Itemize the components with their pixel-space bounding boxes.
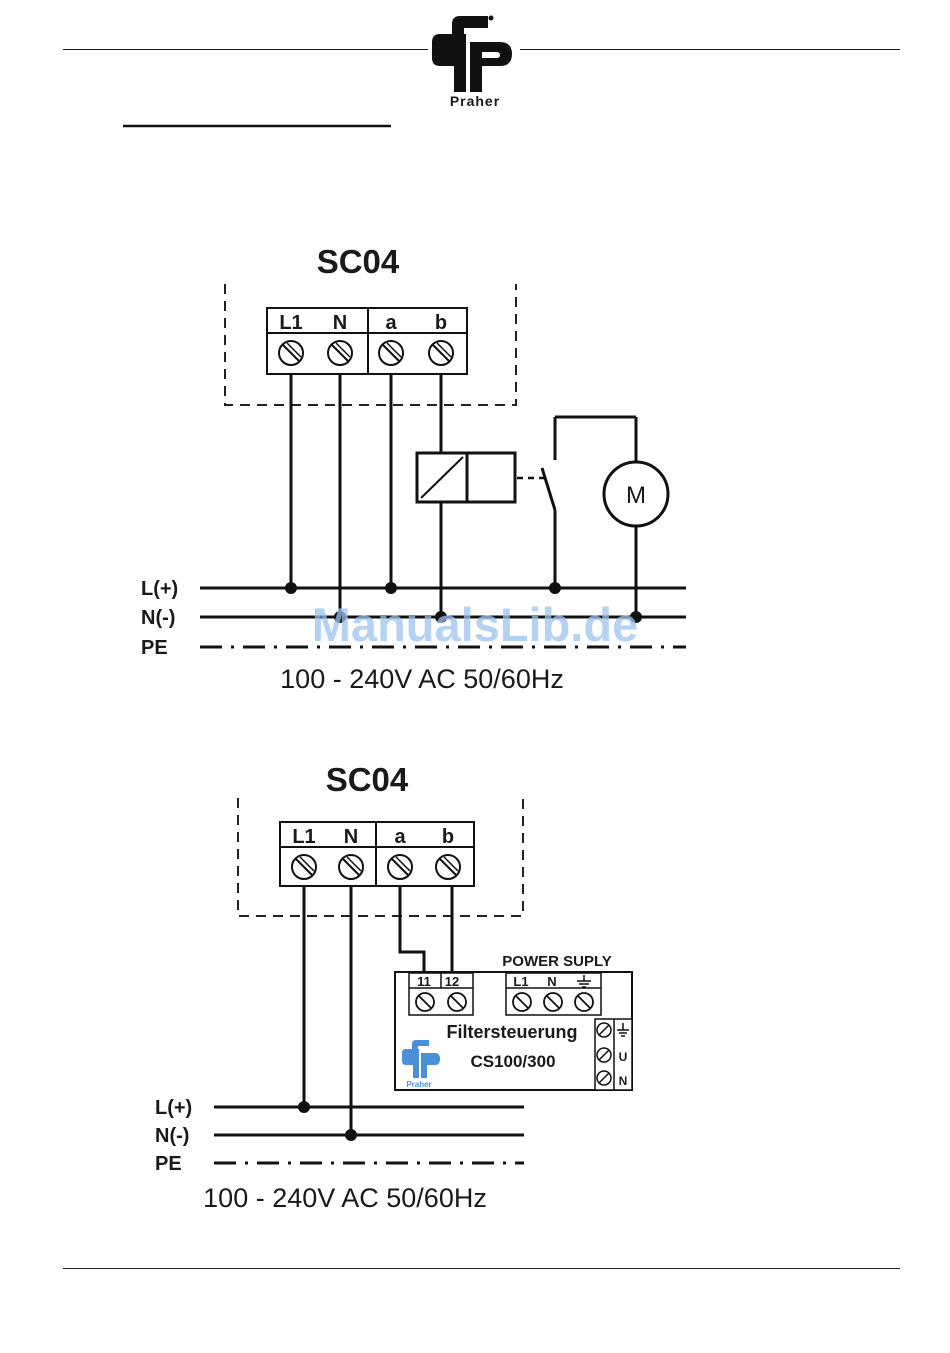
terminal-screw-icon	[513, 993, 531, 1011]
line-label-n: N(-)	[141, 607, 175, 629]
device-name: Filtersteuerung	[446, 1022, 577, 1042]
supply-spec: 100 - 240V AC 50/60Hz	[203, 1183, 487, 1213]
terminal-label: N	[344, 826, 358, 848]
line-label-pe: PE	[141, 637, 168, 659]
terminal-label: L1	[292, 826, 315, 848]
cs-terminal-label: 11	[417, 974, 431, 989]
line-label-l: L(+)	[155, 1097, 192, 1119]
terminal-screw-icon	[292, 855, 316, 879]
diagram-2-title: SC04	[326, 761, 409, 798]
terminal-screw-icon	[429, 341, 453, 365]
cs-terminal-label: N	[547, 974, 556, 989]
terminal-label: L1	[279, 312, 302, 334]
junction-dot	[385, 582, 397, 594]
terminal-screw-icon	[597, 1023, 611, 1037]
terminal-screw-icon	[379, 341, 403, 365]
side-label-u: U	[619, 1050, 628, 1064]
terminal-screw-icon	[597, 1071, 611, 1085]
motor-icon: M	[604, 462, 668, 526]
device-model: CS100/300	[470, 1052, 555, 1071]
terminal-screw-icon	[544, 993, 562, 1011]
watermark-text: ManualsLib.de	[312, 598, 638, 651]
line-label-l: L(+)	[141, 578, 178, 600]
power-supply-label: POWER SUPLY	[502, 953, 611, 970]
junction-dot	[345, 1129, 357, 1141]
terminal-screw-icon	[597, 1048, 611, 1062]
junction-dot	[549, 582, 561, 594]
logo-text: Praher	[450, 93, 500, 109]
praher-logo: Praher	[432, 16, 512, 110]
relay-coil-icon	[417, 453, 515, 502]
diagram-1-title: SC04	[317, 243, 400, 280]
diagram-2: SC04 L1 N a b POWER SUPLY 11 12 L1 N	[155, 761, 632, 1213]
motor-label: M	[626, 482, 646, 509]
terminal-screw-icon	[448, 993, 466, 1011]
terminal-label: b	[435, 312, 447, 334]
device-logo-text: Praher	[406, 1080, 431, 1089]
terminal-label: a	[385, 312, 397, 334]
terminal-screw-icon	[416, 993, 434, 1011]
terminal-screw-icon	[339, 855, 363, 879]
junction-dot	[285, 582, 297, 594]
supply-spec: 100 - 240V AC 50/60Hz	[280, 664, 564, 694]
line-label-n: N(-)	[155, 1125, 189, 1147]
terminal-screw-icon	[388, 855, 412, 879]
terminal-label: b	[442, 826, 454, 848]
terminal-screw-icon	[436, 855, 460, 879]
terminal-screw-icon	[575, 993, 593, 1011]
terminal-screw-icon	[279, 341, 303, 365]
terminal-label: N	[333, 312, 347, 334]
side-label-n: N	[619, 1074, 628, 1088]
junction-dot	[298, 1101, 310, 1113]
line-label-pe: PE	[155, 1153, 182, 1175]
terminal-screw-icon	[328, 341, 352, 365]
cs-terminal-label: L1	[513, 974, 528, 989]
terminal-label: a	[394, 826, 406, 848]
cs-terminal-label: 12	[445, 974, 459, 989]
